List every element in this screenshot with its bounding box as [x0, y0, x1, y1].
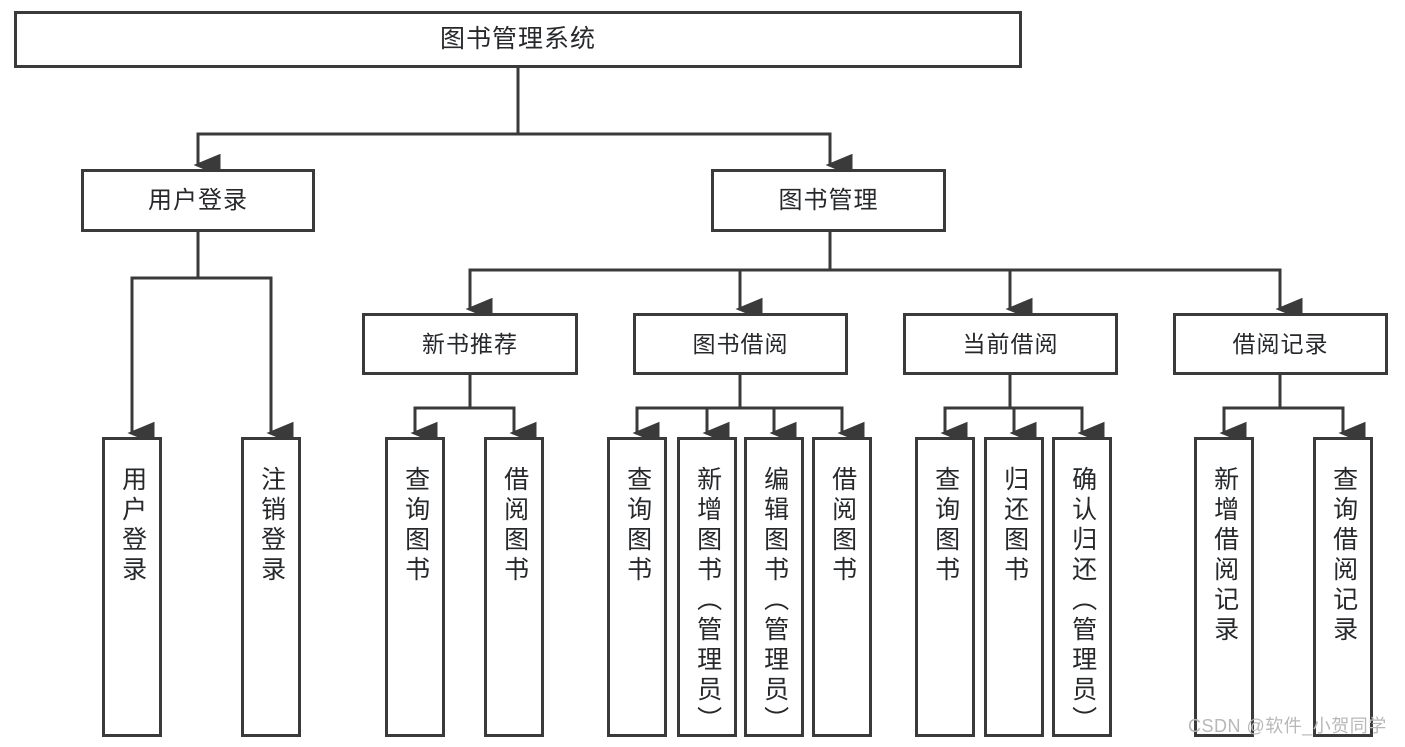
leaf-bb-edit-book-admin[interactable]: 编辑图书（管理员） — [744, 437, 804, 737]
node-new-book-recommend-label: 新书推荐 — [422, 330, 518, 357]
leaf-nb-query-book-label: 查询图书 — [401, 466, 430, 586]
leaf-cb-return-book[interactable]: 归还图书 — [984, 437, 1044, 737]
leaf-br-add-record-label: 新增借阅记录 — [1210, 466, 1239, 646]
leaf-nb-borrow-book[interactable]: 借阅图书 — [484, 437, 544, 737]
leaf-cb-confirm-return-admin[interactable]: 确认归还（管理员） — [1052, 437, 1112, 737]
node-book-management[interactable]: 图书管理 — [711, 169, 946, 232]
node-book-management-label: 图书管理 — [778, 186, 879, 214]
leaf-bb-borrow-book[interactable]: 借阅图书 — [812, 437, 872, 737]
leaf-cb-query-book-label: 查询图书 — [931, 466, 960, 586]
leaf-logout[interactable]: 注销登录 — [241, 437, 301, 737]
leaf-br-add-record[interactable]: 新增借阅记录 — [1194, 437, 1254, 737]
csdn-watermark: CSDN @软件_小贺同学 — [1188, 716, 1387, 736]
leaf-user-login[interactable]: 用户登录 — [102, 437, 162, 737]
leaf-bb-add-book-admin[interactable]: 新增图书（管理员） — [677, 437, 737, 737]
leaf-nb-query-book[interactable]: 查询图书 — [385, 437, 445, 737]
leaf-bb-query-book[interactable]: 查询图书 — [607, 437, 667, 737]
node-borrow-records-label: 借阅记录 — [1232, 330, 1329, 357]
node-new-book-recommend[interactable]: 新书推荐 — [362, 313, 578, 375]
node-book-borrow[interactable]: 图书借阅 — [633, 313, 848, 375]
leaf-bb-add-book-admin-label: 新增图书（管理员） — [693, 466, 722, 736]
node-borrow-records[interactable]: 借阅记录 — [1173, 313, 1388, 375]
leaf-cb-return-book-label: 归还图书 — [1000, 466, 1029, 586]
node-current-borrow-label: 当前借阅 — [962, 330, 1059, 357]
node-user-login[interactable]: 用户登录 — [81, 169, 315, 232]
leaf-nb-borrow-book-label: 借阅图书 — [500, 466, 529, 586]
leaf-bb-borrow-book-label: 借阅图书 — [828, 466, 857, 586]
leaf-logout-label: 注销登录 — [257, 466, 286, 586]
node-root-label: 图书管理系统 — [439, 24, 596, 53]
leaf-br-query-record[interactable]: 查询借阅记录 — [1313, 437, 1373, 737]
leaf-user-login-label: 用户登录 — [118, 466, 147, 586]
node-book-borrow-label: 图书借阅 — [692, 330, 789, 357]
leaf-bb-query-book-label: 查询图书 — [623, 466, 652, 586]
node-user-login-label: 用户登录 — [148, 186, 248, 214]
leaf-cb-query-book[interactable]: 查询图书 — [915, 437, 975, 737]
leaf-br-query-record-label: 查询借阅记录 — [1329, 466, 1358, 646]
leaf-bb-edit-book-admin-label: 编辑图书（管理员） — [760, 466, 789, 736]
node-root[interactable]: 图书管理系统 — [14, 11, 1022, 68]
node-current-borrow[interactable]: 当前借阅 — [903, 313, 1118, 375]
leaf-cb-confirm-return-admin-label: 确认归还（管理员） — [1068, 466, 1097, 736]
